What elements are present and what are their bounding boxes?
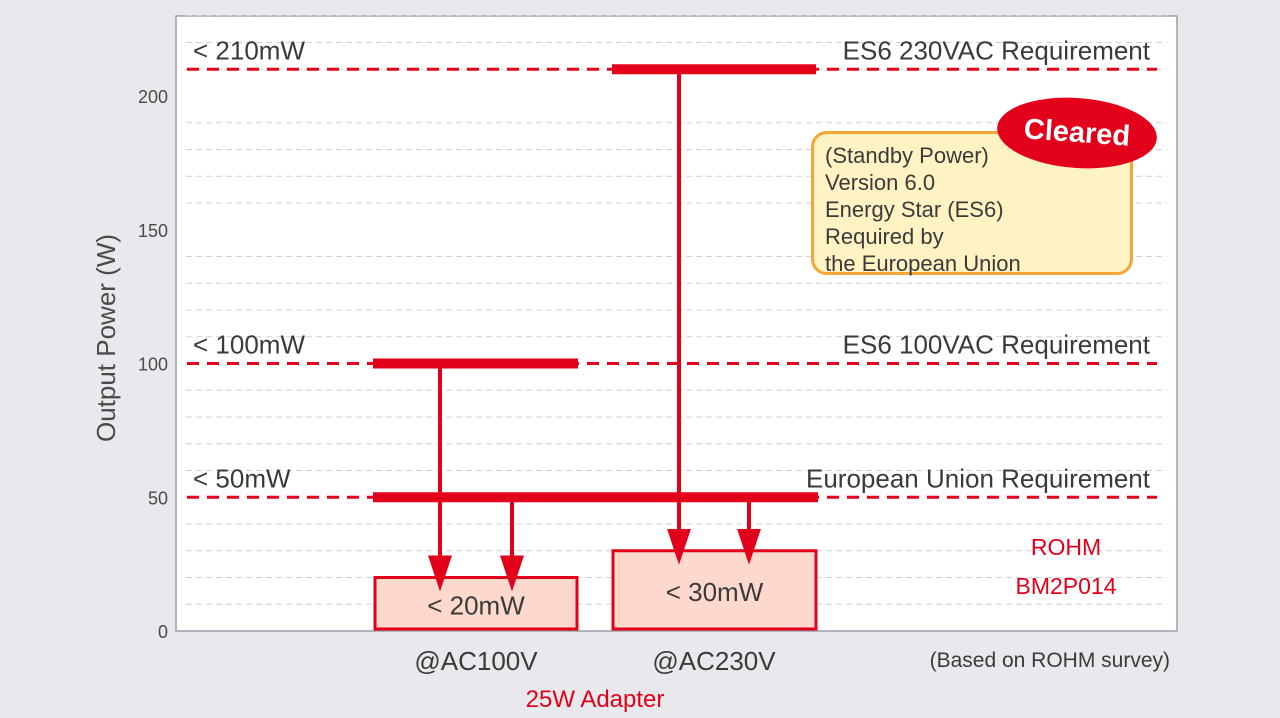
x-tick-label-ac230v: @AC230V bbox=[652, 646, 776, 676]
bar-value-label: < 30mW bbox=[666, 577, 764, 607]
requirement-name-label: ES6 100VAC Requirement bbox=[843, 330, 1151, 360]
y-tick-label: 100 bbox=[138, 355, 168, 375]
x-caption: 25W Adapter bbox=[526, 686, 665, 713]
callout-line: Energy Star (ES6) bbox=[825, 197, 1004, 222]
bar bbox=[373, 576, 579, 631]
x-tick-label-ac100v: @AC100V bbox=[414, 646, 538, 676]
product-label-maker: ROHM bbox=[1031, 534, 1101, 560]
callout-line: Version 6.0 bbox=[825, 170, 936, 195]
y-tick-label: 0 bbox=[158, 622, 168, 642]
requirement-limit-label: < 50mW bbox=[193, 463, 291, 493]
y-tick-label: 200 bbox=[138, 87, 168, 107]
y-axis: 0 50 100 150 200 bbox=[138, 87, 168, 642]
requirement-limit-label: < 210mW bbox=[193, 35, 305, 65]
callout-line: (Standby Power) bbox=[825, 143, 989, 168]
y-tick-label: 50 bbox=[148, 488, 168, 508]
bars: < 20mW < 30mW bbox=[373, 549, 818, 631]
requirement-limit-label: < 100mW bbox=[193, 330, 305, 360]
bar bbox=[611, 549, 818, 631]
y-axis-title: Output Power (W) bbox=[91, 234, 121, 442]
requirement-name-label: ES6 230VAC Requirement bbox=[843, 35, 1151, 65]
connector-lines bbox=[373, 64, 818, 592]
product-label-part: BM2P014 bbox=[1015, 573, 1116, 599]
requirement-name-label: European Union Requirement bbox=[806, 463, 1151, 493]
source-note: (Based on ROHM survey) bbox=[930, 649, 1170, 672]
y-tick-label: 150 bbox=[138, 221, 168, 241]
bar-value-label: < 20mW bbox=[427, 590, 525, 620]
callout-line: Required by bbox=[825, 224, 944, 249]
standby-power-callout: (Standby Power) Version 6.0 Energy Star … bbox=[811, 131, 1133, 276]
callout-line: the European Union bbox=[825, 251, 1021, 276]
